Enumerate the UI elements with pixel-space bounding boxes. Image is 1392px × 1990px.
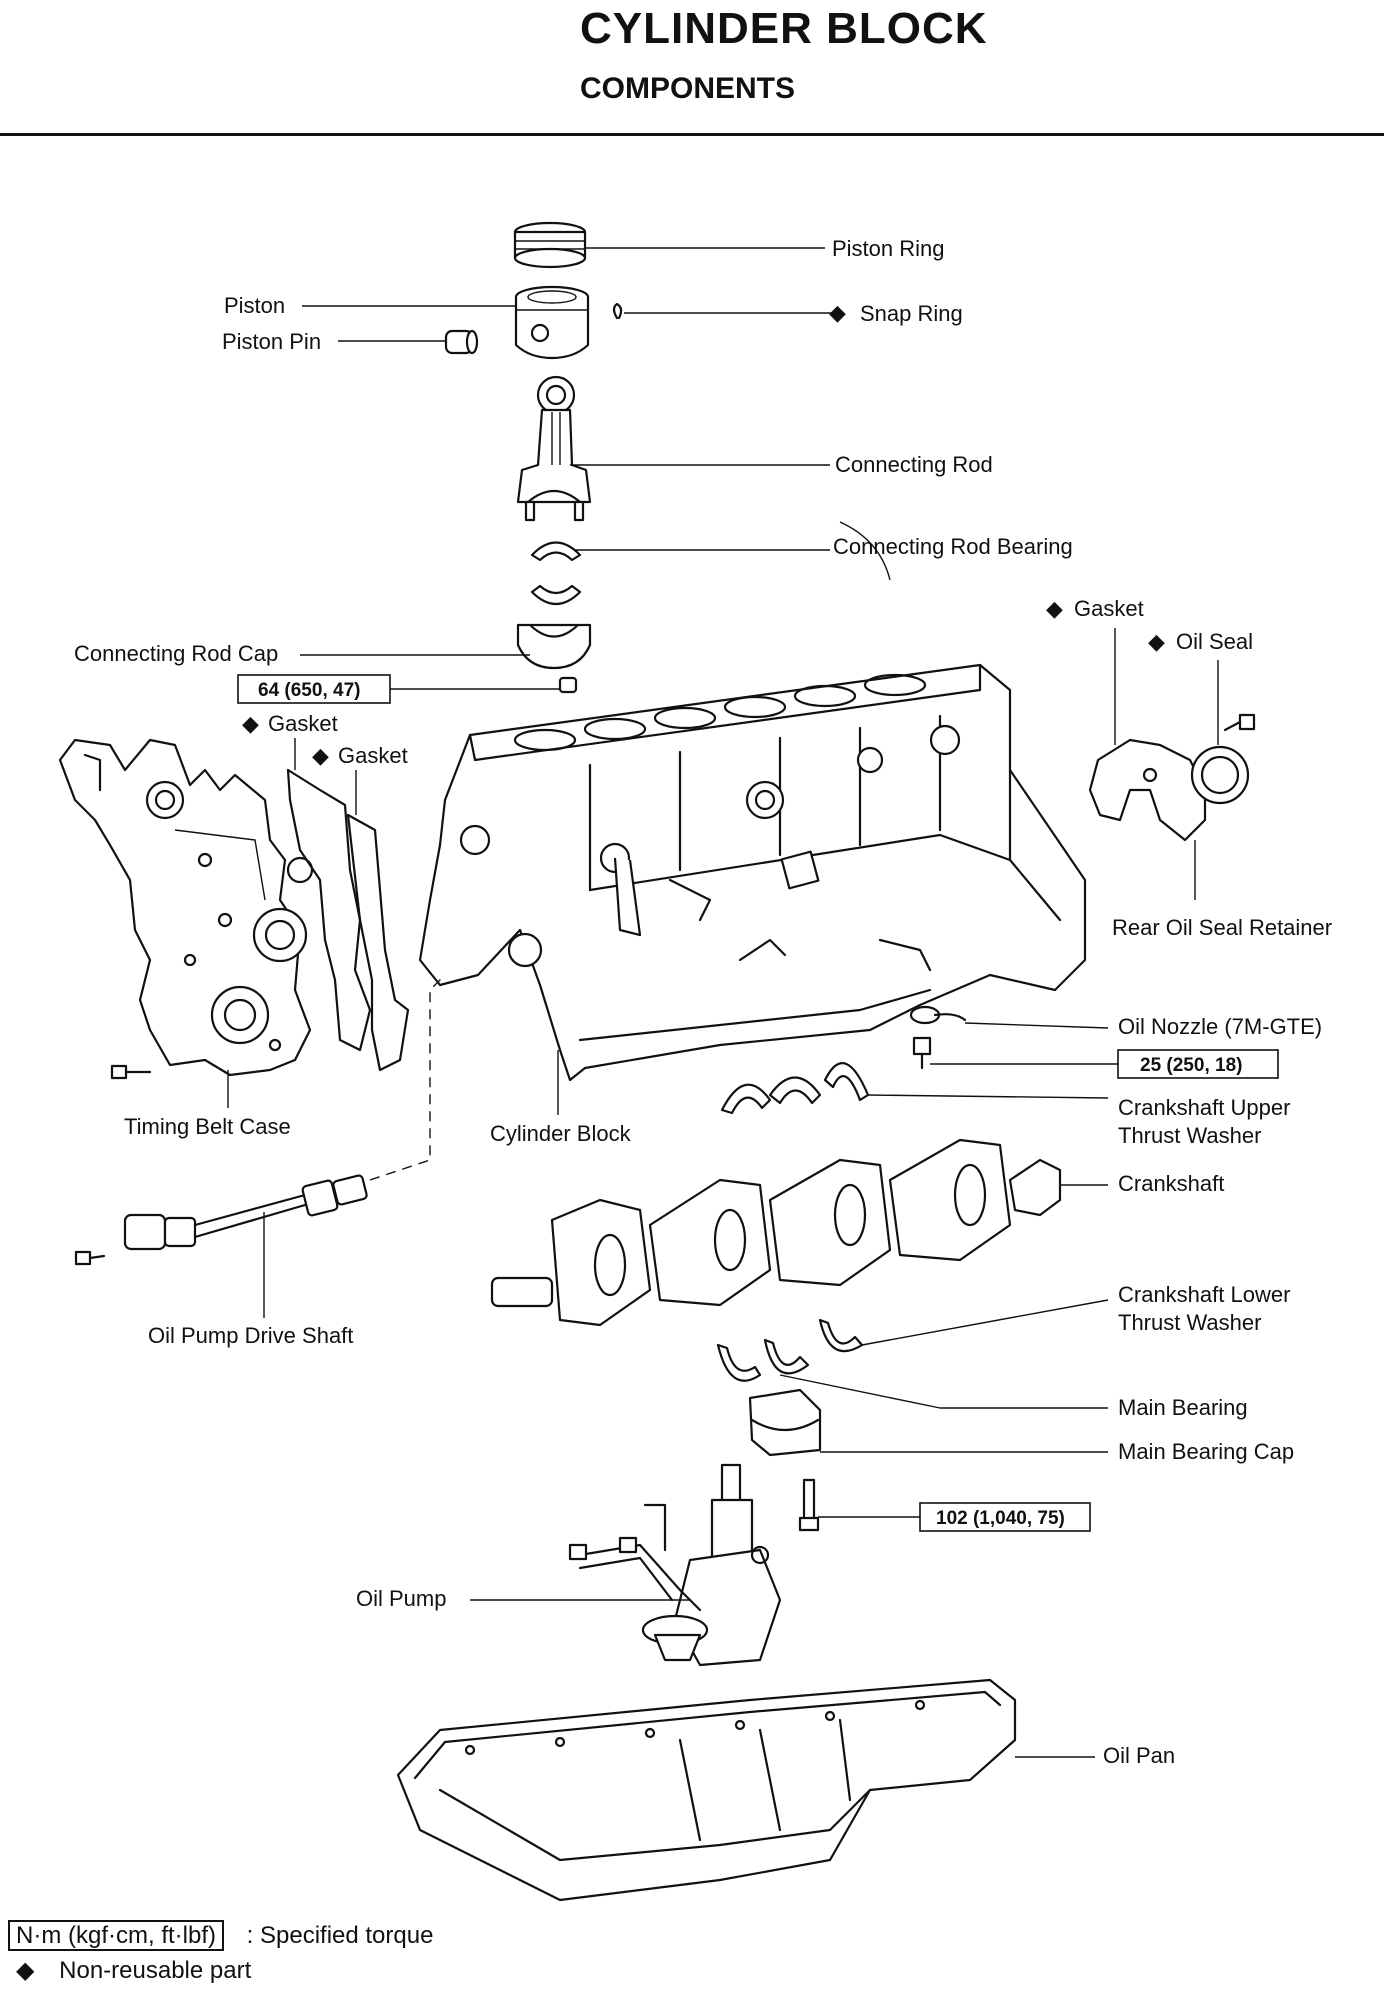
- oil-seal-label: Oil Seal: [1176, 629, 1253, 654]
- torque-main-bearing-cap: 102 (1,040, 75): [936, 1508, 1065, 1529]
- main-bearing-cap-label: Main Bearing Cap: [1118, 1439, 1294, 1464]
- piston-part: [514, 285, 590, 360]
- piston-label: Piston: [224, 293, 285, 318]
- crankshaft-lower-thrust-washer-leader: [861, 1299, 1109, 1346]
- crankshaft-upper-thrust-washer-label-1: Crankshaft Upper: [1118, 1095, 1290, 1120]
- page-title: CYLINDER BLOCK: [580, 4, 988, 53]
- header-rule: [0, 133, 1384, 136]
- connecting-rod-bearing-label: Connecting Rod Bearing: [833, 534, 1073, 559]
- oil-nozzle-part: [909, 1005, 967, 1070]
- timing-belt-case-bolt: [110, 1064, 152, 1080]
- crankshaft-part: [490, 1138, 1062, 1327]
- torque-box-main-bearing-cap: [919, 1502, 1091, 1532]
- connecting-rod-bearing-pen-mark: [839, 521, 891, 581]
- gasket-rear-label: Gasket: [1074, 596, 1144, 621]
- crankshaft-lower-thrust-washer-label-2: Thrust Washer: [1118, 1310, 1261, 1335]
- oil-pump-drive-shaft-label: Oil Pump Drive Shaft: [148, 1323, 353, 1348]
- gasket-front-1-part: [286, 768, 372, 1052]
- legend-torque-key: N·m (kgf·cm, ft·lbf): [8, 1920, 224, 1951]
- connecting-rod-cap-part: [516, 623, 592, 694]
- connecting-rod-part: [516, 375, 592, 522]
- crankshaft-label: Crankshaft: [1118, 1171, 1224, 1196]
- oil-seal-diamond: ◆: [1148, 629, 1165, 654]
- gasket-front-1-diamond: ◆: [242, 711, 259, 736]
- oil-pan-part: [396, 1678, 1017, 1902]
- piston-pin-part: [444, 329, 479, 355]
- timing-belt-case-part: [58, 738, 314, 1077]
- main-bearing-label: Main Bearing: [1118, 1395, 1248, 1420]
- crankshaft-upper-thrust-washer-label-2: Thrust Washer: [1118, 1123, 1261, 1148]
- oil-pan-label: Oil Pan: [1103, 1743, 1175, 1768]
- timing-belt-case-label: Timing Belt Case: [124, 1114, 291, 1139]
- gasket-front-2-diamond: ◆: [312, 743, 329, 768]
- rear-oil-seal-retainer-label: Rear Oil Seal Retainer: [1112, 915, 1332, 940]
- snap-ring-diamond: ◆: [829, 300, 846, 325]
- gasket-front-2-label: Gasket: [338, 743, 408, 768]
- main-bearing-leader-1: [779, 1374, 941, 1409]
- legend-torque: N·m (kgf·cm, ft·lbf) : Specified torque: [8, 1920, 434, 1951]
- oil-pump-drive-shaft-part: [74, 1174, 368, 1266]
- torque-oil-nozzle: 25 (250, 18): [1140, 1055, 1242, 1076]
- snap-ring-part: [612, 302, 623, 320]
- snap-ring-label: Snap Ring: [860, 301, 963, 326]
- oil-nozzle-leader: [964, 1022, 1109, 1029]
- drive-shaft-dash-line: [369, 974, 446, 1181]
- connecting-rod-bearing-part: [530, 541, 582, 606]
- gasket-front-1-label: Gasket: [268, 711, 338, 736]
- piston-pin-label: Piston Pin: [222, 329, 321, 354]
- torque-box-connecting-rod-cap: [237, 674, 391, 704]
- legend-nonreusable-symbol: ◆: [16, 1957, 35, 1984]
- piston-ring-label: Piston Ring: [832, 236, 945, 261]
- legend-nonreusable-desc: Non-reusable part: [59, 1957, 252, 1984]
- piston-ring-part: [513, 221, 587, 269]
- rear-oil-seal-retainer-part: [1088, 713, 1256, 842]
- cylinder-block-part: [418, 663, 1087, 1082]
- crankshaft-lower-thrust-washer-label-1: Crankshaft Lower: [1118, 1282, 1290, 1307]
- connecting-rod-cap-label: Connecting Rod Cap: [74, 641, 278, 666]
- gasket-rear-diamond: ◆: [1046, 596, 1063, 621]
- oil-pump-part: [568, 1463, 782, 1667]
- oil-nozzle-label: Oil Nozzle (7M-GTE): [1118, 1014, 1322, 1039]
- gasket-front-2-part: [346, 813, 410, 1072]
- legend-torque-desc: : Specified torque: [246, 1922, 434, 1949]
- crankshaft-lower-thrust-washer-part: [716, 1318, 864, 1382]
- legend-nonreusable: ◆ Non-reusable part: [16, 1956, 251, 1985]
- torque-connecting-rod-cap: 64 (650, 47): [258, 680, 360, 701]
- connecting-rod-label: Connecting Rod: [835, 452, 993, 477]
- page-subtitle: COMPONENTS: [580, 72, 796, 105]
- oil-pump-label: Oil Pump: [356, 1586, 446, 1611]
- cylinder-block-label: Cylinder Block: [490, 1121, 632, 1146]
- crankshaft-upper-thrust-washer-part: [720, 1062, 870, 1115]
- crankshaft-upper-thrust-washer-leader: [867, 1094, 1109, 1099]
- main-bearing-cap-part: [748, 1388, 822, 1532]
